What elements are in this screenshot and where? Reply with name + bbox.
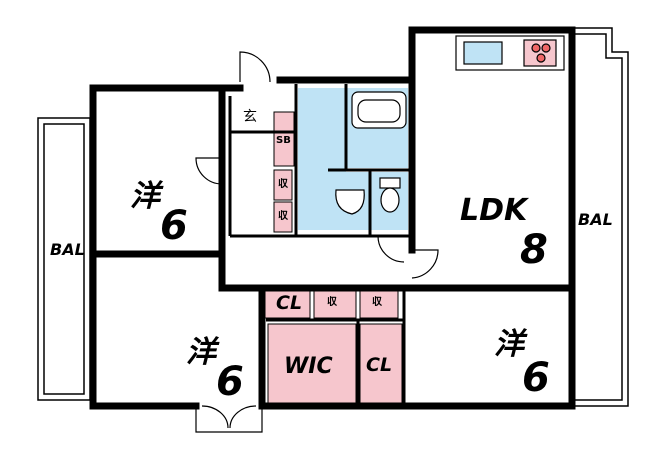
wic-label: WIC: [284, 354, 333, 379]
entry-door: [239, 51, 271, 83]
storage-label: 収: [372, 297, 382, 308]
window-frame: [195, 406, 263, 433]
burner-icon: [541, 43, 551, 53]
doors: [195, 51, 439, 433]
shoe-box-label: SB: [276, 135, 291, 146]
room-western-3-kanji: 洋: [494, 327, 524, 362]
room-western-3-size: 6: [522, 355, 550, 401]
balcony-left: [37, 117, 91, 401]
kitchen-sink: [463, 41, 503, 65]
storage-label: 収: [278, 179, 288, 190]
washbasin: [335, 189, 365, 215]
door-swing: [195, 157, 223, 185]
closet-label: CL: [276, 292, 303, 314]
storage-fills: [263, 111, 403, 407]
toilet-tank: [379, 177, 401, 189]
toilet-bowl: [380, 187, 400, 213]
entrance-label: 玄: [243, 109, 257, 125]
door-swing: [410, 249, 439, 279]
burner-icon: [536, 53, 546, 63]
room-ldk-size: 8: [520, 227, 548, 273]
storage-label: 収: [327, 297, 337, 308]
room-western-1-size: 6: [160, 203, 188, 249]
door-swing: [201, 405, 257, 429]
door-swing: [377, 235, 405, 263]
balcony-left-label: BAL: [50, 240, 85, 259]
burner-icon: [531, 43, 541, 53]
room-western-2-kanji: 洋: [186, 335, 216, 370]
room-western-2-size: 6: [216, 359, 244, 405]
walls: [89, 26, 576, 410]
bathtub-inner: [357, 99, 401, 123]
fixtures: [335, 35, 565, 215]
room-ldk-name: LDK: [460, 193, 528, 228]
storage-label: 収: [278, 211, 288, 222]
closet-label: CL: [366, 354, 393, 376]
room-western-1-kanji: 洋: [130, 179, 160, 214]
balcony-right-label: BAL: [578, 210, 613, 229]
balcony-right: [575, 27, 629, 407]
